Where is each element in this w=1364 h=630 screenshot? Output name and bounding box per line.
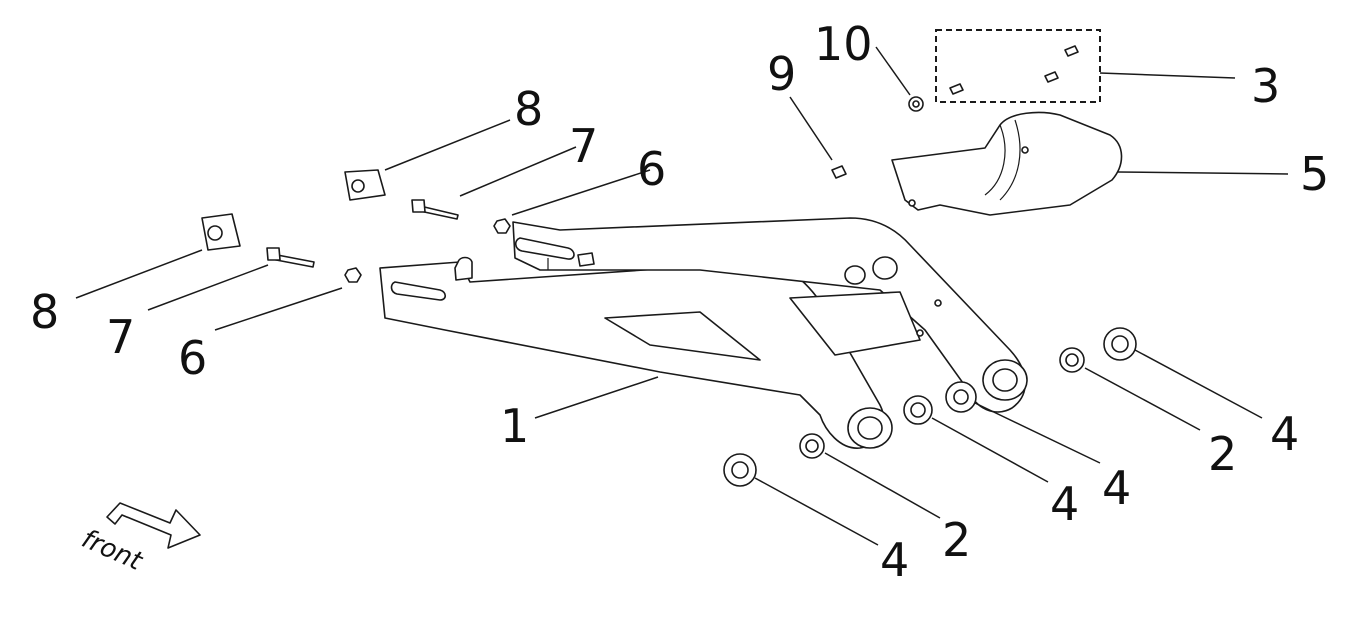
front-arrow-icon <box>106 502 201 549</box>
bearing <box>723 453 757 487</box>
callout-6: 6 <box>637 142 666 196</box>
leader-line-4d <box>1134 349 1263 419</box>
spacer <box>1059 347 1085 373</box>
adjuster-bolt <box>411 199 459 220</box>
nut <box>344 267 362 283</box>
leader-line-2b <box>1084 367 1201 431</box>
callout-4: 4 <box>880 533 909 587</box>
chain-guard <box>891 111 1123 216</box>
front-direction-indicator: front <box>77 502 201 577</box>
callout-9: 9 <box>767 47 796 101</box>
callout-4: 4 <box>1102 461 1131 515</box>
callout-8: 8 <box>30 285 59 339</box>
adjuster-bolt <box>266 247 315 268</box>
leader-line-7b <box>147 264 269 311</box>
leader-line-9 <box>789 96 833 161</box>
callout-10: 10 <box>814 17 873 71</box>
leader-line-7a <box>459 146 577 197</box>
callout-8: 8 <box>514 82 543 136</box>
screw <box>831 165 847 179</box>
leader-line-1 <box>534 376 659 419</box>
bolt-set-screw <box>949 83 964 95</box>
leader-lines <box>75 46 1289 546</box>
nut <box>493 218 511 234</box>
swingarm <box>379 217 1028 449</box>
axle-block <box>201 213 241 251</box>
leader-line-6a <box>511 169 651 216</box>
callout-4: 4 <box>1270 407 1299 461</box>
leader-line-5 <box>1117 171 1289 175</box>
axle-block <box>344 169 386 201</box>
callout-2: 2 <box>1208 427 1237 481</box>
callout-1: 1 <box>500 399 529 453</box>
bolt-set-screw <box>1044 71 1059 83</box>
callout-labels: 1 2 2 3 4 4 4 4 5 6 6 7 7 8 8 9 10 <box>30 17 1329 587</box>
leader-line-6b <box>214 287 343 331</box>
washer <box>908 96 924 112</box>
bearing <box>1103 327 1137 361</box>
leader-line-4b <box>931 417 1049 483</box>
callout-6: 6 <box>178 331 207 385</box>
spacer <box>799 433 825 459</box>
front-label: front <box>77 524 147 577</box>
leader-line-3 <box>1099 72 1236 79</box>
leader-line-10 <box>875 46 911 96</box>
callout-7: 7 <box>106 310 135 364</box>
callout-7: 7 <box>569 119 598 173</box>
callout-5: 5 <box>1300 147 1329 201</box>
bolt-set-screw <box>1064 45 1079 57</box>
leader-line-4a <box>754 477 879 546</box>
leader-line-8a <box>384 119 511 171</box>
bolt-set <box>935 29 1101 103</box>
callout-3: 3 <box>1251 59 1280 113</box>
callout-4: 4 <box>1050 477 1079 531</box>
bearing <box>903 395 933 425</box>
leader-line-2a <box>824 452 941 519</box>
leader-line-4c <box>974 402 1101 464</box>
callout-2: 2 <box>942 513 971 567</box>
bearing <box>945 381 977 413</box>
leader-line-8b <box>75 249 203 299</box>
